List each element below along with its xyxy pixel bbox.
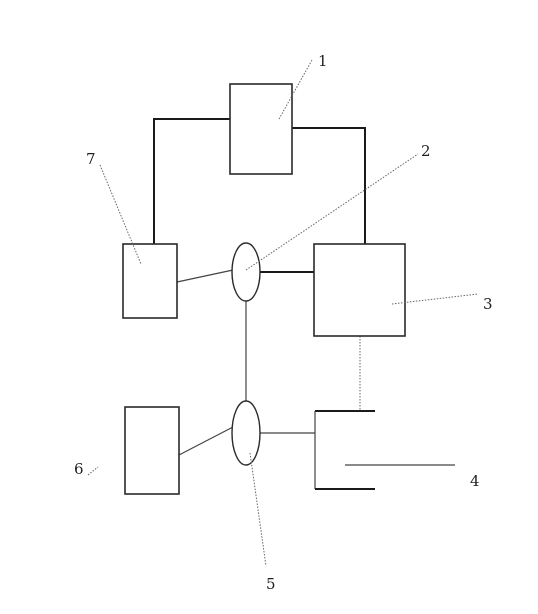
label-1: 1 [318,52,328,70]
leader-7 [99,164,142,265]
label-7: 7 [86,150,96,168]
label-5: 5 [266,575,276,593]
wire-box1-to-box3 [292,127,366,244]
box-6 [124,406,180,495]
leader-1 [278,59,313,120]
node-5 [231,400,261,466]
label-4: 4 [470,472,480,490]
box-3 [313,243,406,337]
label-6: 6 [74,460,84,478]
box-1 [229,83,293,175]
leader-3 [391,293,479,305]
box-7 [122,243,178,319]
label-2: 2 [421,142,431,160]
node-2 [231,242,261,302]
component-4 [314,410,455,490]
leader-6 [87,466,99,476]
wire-box6-to-node5 [178,426,234,456]
wire-box7-to-box1 [153,118,230,244]
label-3: 3 [483,295,493,313]
leader-5 [249,452,267,567]
wire-box7-to-node2 [176,269,234,283]
